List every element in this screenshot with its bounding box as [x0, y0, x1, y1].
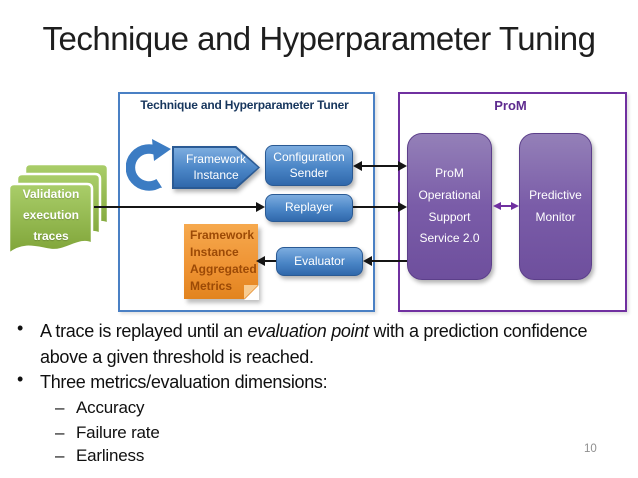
aggregated-metrics-label: Framework Instance Aggregated Metrics — [190, 228, 257, 294]
page-number: 10 — [584, 443, 597, 455]
bullet-1: A trace is replayed until an evaluation … — [40, 318, 632, 370]
arrowhead-into-evaluator — [363, 256, 372, 266]
arrowhead-into-configsender — [353, 161, 362, 171]
validation-traces-stack — [7, 162, 110, 257]
arrowhead-into-oss-mid — [398, 202, 407, 212]
subbullet-dash-2: – — [55, 423, 65, 442]
arrowhead-into-replayer — [256, 202, 265, 212]
arrow-oss-to-evaluator — [368, 260, 407, 262]
arrow-traces-to-replayer — [94, 206, 256, 208]
validation-traces-label: Validation execution traces — [22, 186, 80, 243]
prom-container-label: ProM — [494, 98, 527, 113]
bullet-1-pre: A trace is replayed until an — [40, 321, 248, 341]
bullet-1-italic: evaluation point — [247, 321, 369, 341]
framework-instance-shape: Framework Instance — [172, 146, 260, 189]
arrow-configsender-oss — [360, 165, 400, 167]
subbullet-accuracy: Accuracy — [76, 398, 145, 417]
subbullet-earliness: Earliness — [76, 446, 145, 465]
arrowhead-into-note — [256, 256, 265, 266]
cycle-arrow-icon — [126, 139, 171, 191]
subbullet-dash-3: – — [55, 446, 65, 465]
aggregated-metrics-note: Framework Instance Aggregated Metrics — [184, 224, 259, 300]
framework-instance-label: Framework Instance — [185, 151, 246, 182]
tuner-container-label: Technique and Hyperparameter Tuner — [140, 98, 349, 112]
replayer-box: Replayer — [265, 194, 353, 222]
prom-oss-box: ProM Operational Support Service 2.0 — [407, 133, 492, 280]
evaluator-box: Evaluator — [276, 247, 363, 276]
configuration-sender-box: Configuration Sender — [265, 145, 353, 186]
bullet-1-post: with a prediction confidence above a giv… — [40, 321, 588, 367]
bullet-glyph-2: • — [17, 369, 24, 389]
arrow-replayer-to-oss — [353, 206, 398, 208]
subbullet-dash-1: – — [55, 398, 65, 417]
arrow-oss-pm — [499, 205, 512, 207]
arrow-evaluator-to-note — [264, 260, 276, 262]
bullet-glyph-1: • — [17, 318, 24, 338]
arrowhead-into-oss-right — [493, 201, 501, 210]
note-corner-fold — [244, 285, 258, 299]
page-title: Technique and Hyperparameter Tuning — [42, 20, 596, 57]
predictive-monitor-box: Predictive Monitor — [519, 133, 592, 280]
framework-instance-fill: Framework Instance — [174, 148, 258, 187]
subbullet-failure-rate: Failure rate — [76, 423, 160, 442]
arrowhead-into-pm — [511, 201, 519, 210]
bullet-2: Three metrics/evaluation dimensions: — [40, 372, 328, 392]
arrowhead-into-oss-top — [398, 161, 407, 171]
